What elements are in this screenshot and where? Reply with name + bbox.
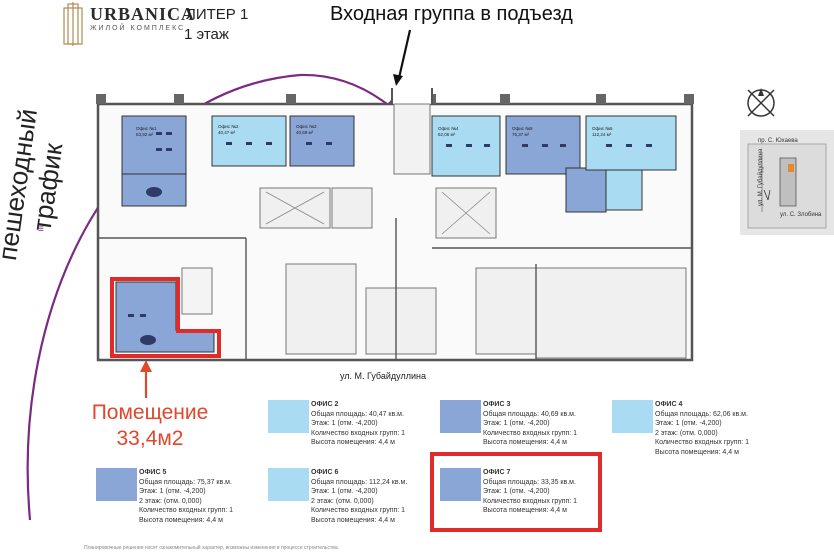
plan-label-office4: Офис №4: [438, 126, 459, 131]
footnote: Планировочные решения носят ознакомитель…: [84, 545, 340, 551]
legend-text: ОФИС 3 Общая площадь: 40,69 кв.м. Этаж: …: [483, 401, 578, 447]
room-callout-line-1: Помещение: [91, 401, 209, 424]
compass-icon: [747, 88, 775, 117]
brand-name: URBANICA: [90, 4, 196, 24]
room-callout: Помещение 33,4м2: [60, 400, 240, 452]
office7-legend-highlight: [430, 452, 602, 532]
legend-text: ОФИС 7 Общая площадь: 33,35 кв.м. Этаж: …: [483, 469, 578, 515]
legend-text: ОФИС 2 Общая площадь: 40,47 кв.м. Этаж: …: [311, 401, 406, 447]
plan-label-office5-area: 75,37 м²: [512, 132, 530, 137]
plan-label-office1: Офис №1: [136, 126, 157, 131]
floor-label: 1 этаж: [184, 26, 229, 43]
urbanica-logo-icon: [63, 2, 83, 46]
plan-label-office2: Офис №2: [218, 124, 239, 129]
entrance-group-label: Входная группа в подъезд: [330, 3, 573, 25]
plan-label-office6: Офис №6: [592, 126, 613, 131]
street-label: ул. М. Губайдуллина: [340, 371, 426, 381]
legend-text: ОФИС 6 Общая площадь: 112,24 кв.м. Этаж:…: [311, 469, 408, 524]
legend-text: ОФИС 5 Общая площадь: 75,37 кв.м. Этаж: …: [139, 469, 234, 524]
plan-label-office4-area: 62,06 м²: [438, 132, 456, 137]
keymap-street-top: пр. С. Юхаева: [758, 138, 798, 144]
legend-swatch: [612, 400, 653, 433]
legend-swatch: [96, 468, 137, 501]
legend-swatch: [268, 468, 309, 501]
plan-label-office3: Офис №3: [296, 124, 317, 129]
floor-plan: Офис №1 53,92 м² Офис №2 40,47 м² Офис №…: [96, 88, 694, 362]
plan-label-office5: Офис №5: [512, 126, 533, 131]
keymap-street-side: ул. М. Губайдуллина: [758, 148, 764, 206]
traffic-mark: ≡: [38, 224, 44, 235]
plan-label-office6-area: 112,24 м²: [592, 132, 612, 137]
legend-swatch: [268, 400, 309, 433]
plan-label-office3-area: 40,69 м²: [296, 130, 314, 135]
site-keymap: [740, 130, 834, 235]
keymap-diagram: [747, 143, 827, 229]
plan-label-office2-area: 40,47 м²: [218, 130, 236, 135]
brand-subtitle: ЖИЛОЙ КОМПЛЕКС: [90, 25, 186, 32]
legend-swatch: [440, 400, 481, 433]
building-label: ЛИТЕР 1: [186, 6, 249, 23]
legend-text: ОФИС 4 Общая площадь: 62,06 кв.м. Этаж: …: [655, 401, 750, 456]
keymap-street-bottom: ул. С. Злобина: [780, 212, 822, 218]
room-callout-line-2: 33,4м2: [116, 427, 184, 450]
legend-swatch: [440, 468, 481, 501]
plan-label-office1-area: 53,92 м²: [136, 132, 154, 137]
